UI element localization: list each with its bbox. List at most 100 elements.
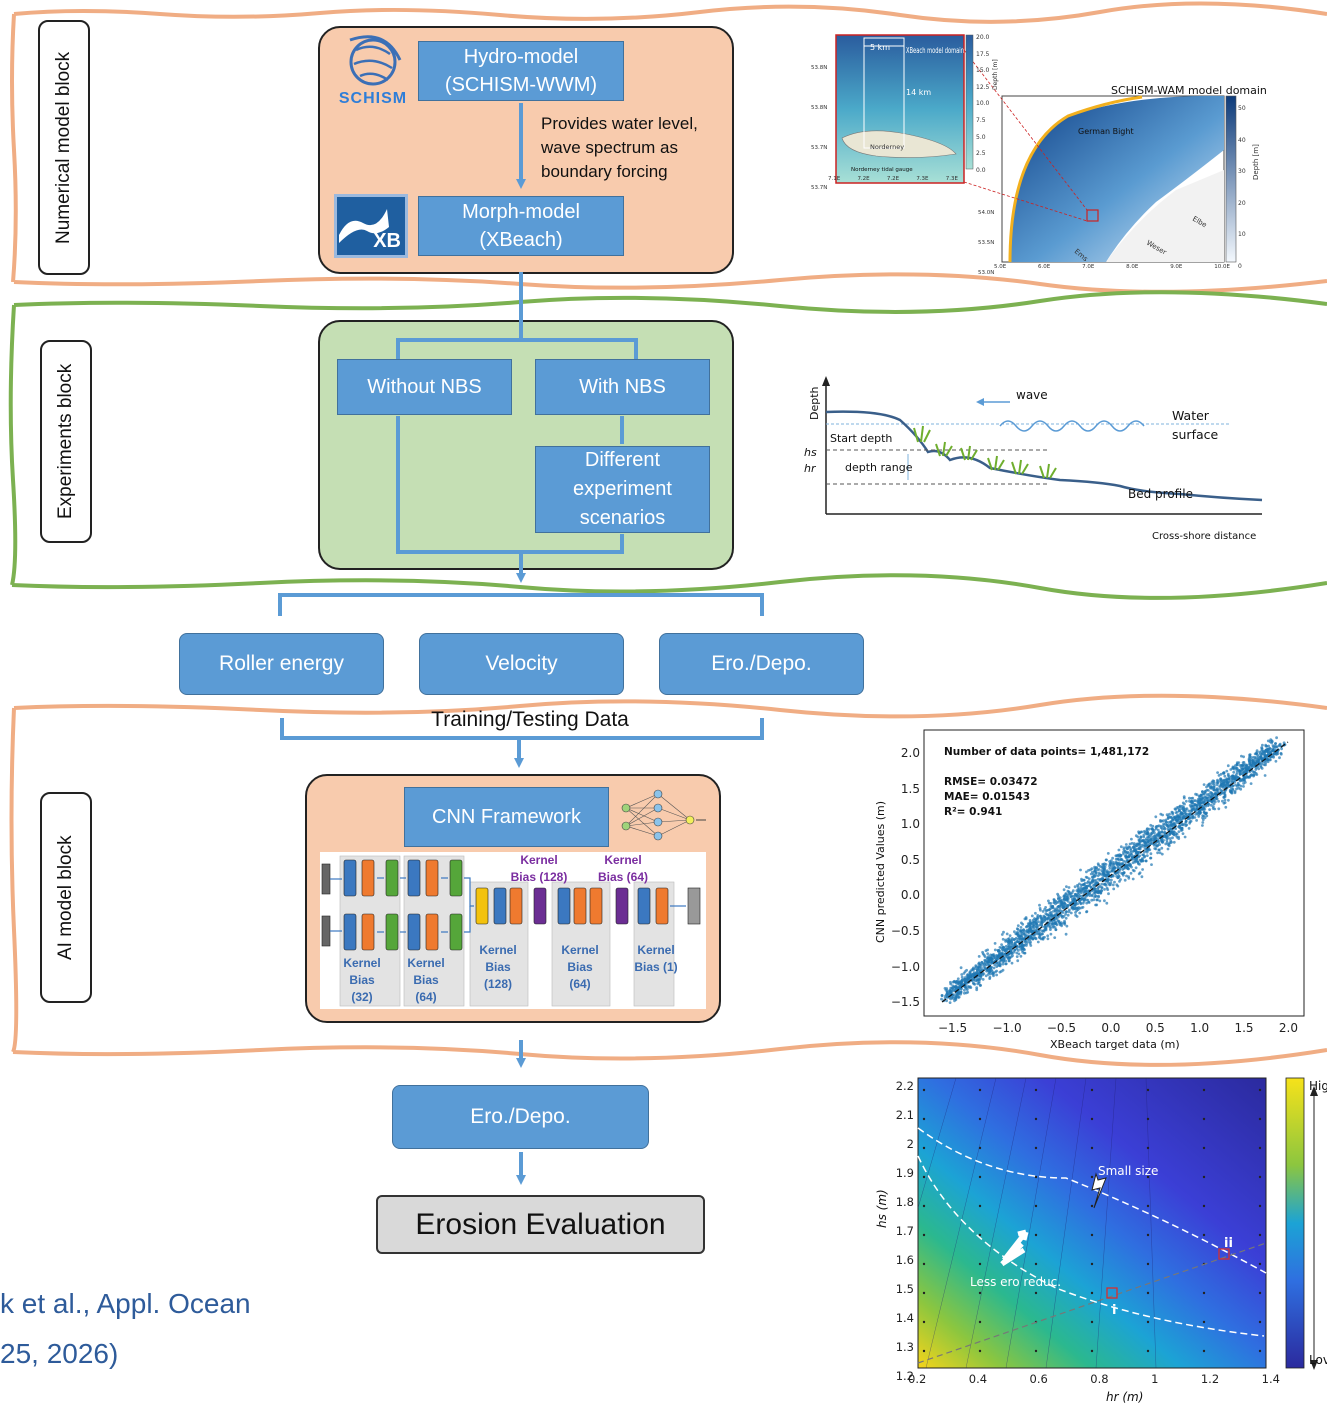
scatter-point: [1235, 766, 1238, 770]
grid-dot: [1202, 1088, 1206, 1092]
grid-dot: [978, 1262, 982, 1266]
scatter-point: [1260, 767, 1264, 770]
lat-tick: 53.8N: [811, 65, 828, 71]
scatter-point: [1141, 853, 1145, 857]
scatter-point: [1228, 788, 1232, 792]
scatter-point: [1163, 833, 1166, 837]
scatter-point: [953, 999, 956, 1003]
scatter-point: [1049, 928, 1052, 931]
scatter-point: [1244, 776, 1248, 780]
cnn-layers: [321, 855, 701, 1007]
scatter-point: [1114, 857, 1118, 861]
scatter-point: [992, 974, 995, 978]
scatter-point: [1137, 855, 1140, 859]
ytick: 2.0: [900, 746, 920, 760]
scatter-point: [1065, 924, 1069, 928]
scatter-point: [993, 942, 997, 945]
scatter-point: [1043, 917, 1047, 920]
ytick: −1.5: [890, 995, 920, 1010]
scatter-point: [1042, 930, 1046, 933]
scatter-point: [1202, 800, 1206, 804]
scatter-point: [1080, 897, 1084, 900]
scatter-point: [978, 974, 982, 978]
scatter-point: [1010, 952, 1014, 955]
xtick: 0.0: [1101, 1021, 1121, 1035]
scatter-point: [1198, 799, 1202, 803]
scatter-point: [1168, 837, 1172, 840]
scatter-point: [1092, 898, 1096, 902]
scatter-point: [1184, 809, 1187, 813]
hr-label: hr: [804, 462, 817, 475]
scatter-point: [1223, 798, 1227, 802]
grid-dot: [1202, 1117, 1206, 1121]
scatter-point: [1102, 865, 1106, 868]
mae: MAE= 0.01543: [944, 791, 1030, 803]
scatter-point: [1062, 901, 1066, 904]
scatter-point: [1117, 874, 1121, 878]
scatter-point: [986, 952, 990, 956]
scatter-point: [1227, 777, 1231, 781]
scatter-point: [1022, 928, 1025, 932]
vegetation-icon: [913, 425, 1057, 479]
scatter-point: [1151, 835, 1155, 839]
scatter-point: [1181, 806, 1185, 810]
roller-energy-box: Roller energy: [179, 633, 384, 695]
scatter-point: [1266, 760, 1270, 764]
scatter-point: [1214, 791, 1218, 795]
grid-dot: [978, 1320, 982, 1324]
scatter-point: [1217, 799, 1220, 803]
scatter-point: [1019, 929, 1023, 932]
scatter-point: [1181, 812, 1185, 815]
scatter-point: [1157, 841, 1161, 844]
cb-tick: 5.0: [976, 133, 986, 141]
scatter-point: [1138, 846, 1141, 849]
scatter-point: [1137, 839, 1141, 843]
grid-dot: [1090, 1146, 1094, 1150]
scatter-point: [1253, 752, 1257, 756]
scatter-point: [1257, 755, 1260, 758]
scatter-point: [978, 984, 982, 987]
grid-dot: [922, 1204, 926, 1208]
scatter-point: [1010, 940, 1014, 944]
scatter-point: [1069, 911, 1073, 915]
scatter-point: [1105, 869, 1109, 873]
scatter-point: [953, 980, 956, 984]
contour-yticks: 2.2 2.1 2 1.9 1.8 1.7 1.6 1.5 1.4 1.3 1.…: [886, 1072, 914, 1391]
scatter-point: [1064, 910, 1068, 914]
scatter-point: [955, 993, 959, 997]
scatter-point: [1063, 898, 1066, 902]
grid-dot: [1034, 1233, 1038, 1237]
grid-dot: [1146, 1233, 1150, 1237]
scatter-point: [1085, 910, 1089, 913]
ytick: 2: [906, 1137, 914, 1151]
scatter-point: [1132, 869, 1136, 873]
grid-dot: [1090, 1117, 1094, 1121]
lon-tick: 9.0E: [1170, 264, 1183, 270]
scatter-point: [1202, 808, 1205, 811]
scatter-point: [965, 988, 969, 991]
scatter-point: [1260, 749, 1263, 753]
scatter-point: [1041, 918, 1044, 921]
scatter-point: [1123, 849, 1127, 853]
scatter-point: [1140, 830, 1144, 834]
scatter-point: [1140, 839, 1144, 843]
cb-tick: 0.0: [976, 166, 986, 174]
scatter-point: [1035, 923, 1038, 926]
scatter-point: [1264, 763, 1267, 767]
scatter-point: [1093, 869, 1097, 873]
scatter-point: [1235, 787, 1238, 791]
scatter-point: [956, 982, 960, 986]
scatter-point: [1279, 752, 1283, 756]
scatter-point: [1064, 916, 1068, 920]
scatter-point: [1151, 824, 1155, 828]
chip-64b: Kernel Bias (64): [561, 943, 599, 991]
profile-depth-label: Depth: [808, 386, 821, 420]
ytick: −0.5: [890, 923, 920, 938]
scatter-point: [1242, 771, 1246, 774]
scatter-point: [988, 970, 992, 973]
scatter-point: [1171, 818, 1175, 822]
ytick: 1.0: [900, 817, 920, 832]
lon-tick: 5.0E: [994, 264, 1007, 270]
scatter-point: [1078, 911, 1082, 915]
